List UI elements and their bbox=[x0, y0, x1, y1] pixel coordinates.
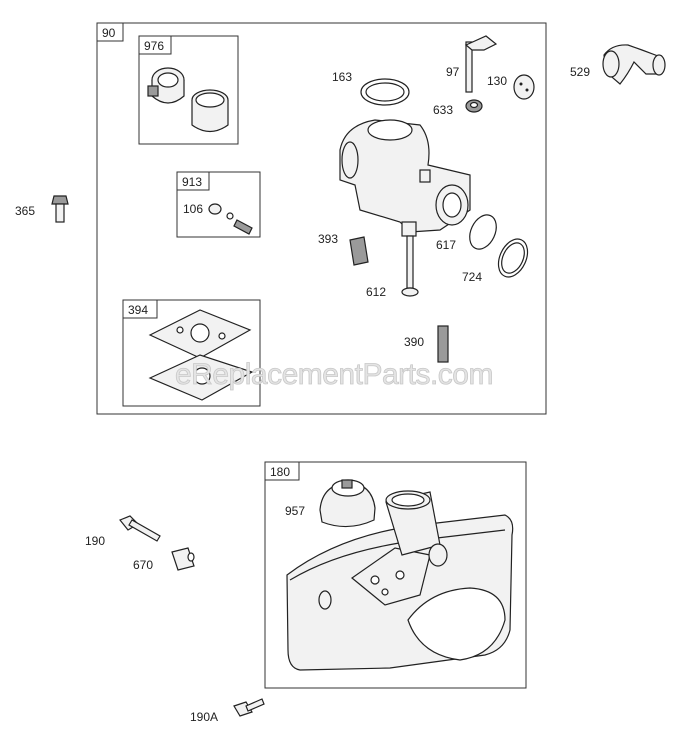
throttle-plate-130 bbox=[513, 74, 535, 100]
part-label-97: 97 bbox=[446, 65, 460, 79]
pin-393 bbox=[349, 236, 369, 266]
part-label-724: 724 bbox=[462, 270, 482, 284]
oring-617 bbox=[469, 214, 497, 250]
gasket-724 bbox=[497, 238, 529, 278]
repair-kit-box bbox=[138, 35, 239, 145]
part-label-130: 130 bbox=[487, 74, 507, 88]
fuel-tank bbox=[286, 490, 514, 671]
gasket-kit-tag bbox=[122, 299, 158, 319]
repair-kit-tag bbox=[138, 35, 172, 55]
part-label-617: 617 bbox=[436, 238, 456, 252]
carburetor-group-tag bbox=[96, 22, 124, 42]
part-label-670: 670 bbox=[133, 558, 153, 572]
gasket-kit-parts bbox=[148, 309, 254, 401]
part-label-612: 612 bbox=[366, 285, 386, 299]
watermark: eReplacementParts.com bbox=[175, 358, 493, 391]
needle-kit-box bbox=[176, 171, 261, 238]
part-label-106: 106 bbox=[183, 202, 203, 216]
carburetor-group-label: 90 bbox=[102, 26, 116, 40]
part-label-190a: 190A bbox=[190, 710, 218, 724]
throttle-shaft-97 bbox=[464, 35, 498, 93]
fuel-pickup-612 bbox=[401, 235, 419, 297]
part-label-633: 633 bbox=[433, 103, 453, 117]
carburetor-group-box bbox=[96, 22, 547, 415]
fuel-tank-group-tag bbox=[264, 461, 300, 481]
bolt-190a bbox=[233, 698, 265, 717]
part-label-390: 390 bbox=[404, 335, 424, 349]
spring-390 bbox=[437, 325, 449, 363]
fuel-cap-957 bbox=[319, 479, 376, 528]
repair-kit-parts bbox=[147, 67, 229, 133]
part-label-529: 529 bbox=[570, 65, 590, 79]
part-label-190: 190 bbox=[85, 534, 105, 548]
needle-kit-tag bbox=[176, 171, 210, 191]
needle-kit-label: 913 bbox=[182, 175, 202, 189]
repair-kit-label: 976 bbox=[144, 39, 164, 53]
bolt-365 bbox=[51, 195, 69, 223]
fuel-tank-group-label: 180 bbox=[270, 465, 290, 479]
part-label-957: 957 bbox=[285, 504, 305, 518]
spacer-670 bbox=[171, 547, 195, 571]
gasket-kit-box bbox=[122, 299, 261, 407]
part-label-393: 393 bbox=[318, 232, 338, 246]
gasket-kit-label: 394 bbox=[128, 303, 148, 317]
bolt-190 bbox=[119, 515, 161, 542]
carburetor-body bbox=[339, 119, 471, 237]
seal-633 bbox=[465, 99, 483, 113]
needle-kit-parts bbox=[208, 203, 253, 235]
part-label-163: 163 bbox=[332, 70, 352, 84]
elbow-529 bbox=[602, 44, 666, 85]
fuel-tank-group-box bbox=[264, 461, 527, 689]
part-label-365: 365 bbox=[15, 204, 35, 218]
gasket-163 bbox=[360, 78, 410, 106]
